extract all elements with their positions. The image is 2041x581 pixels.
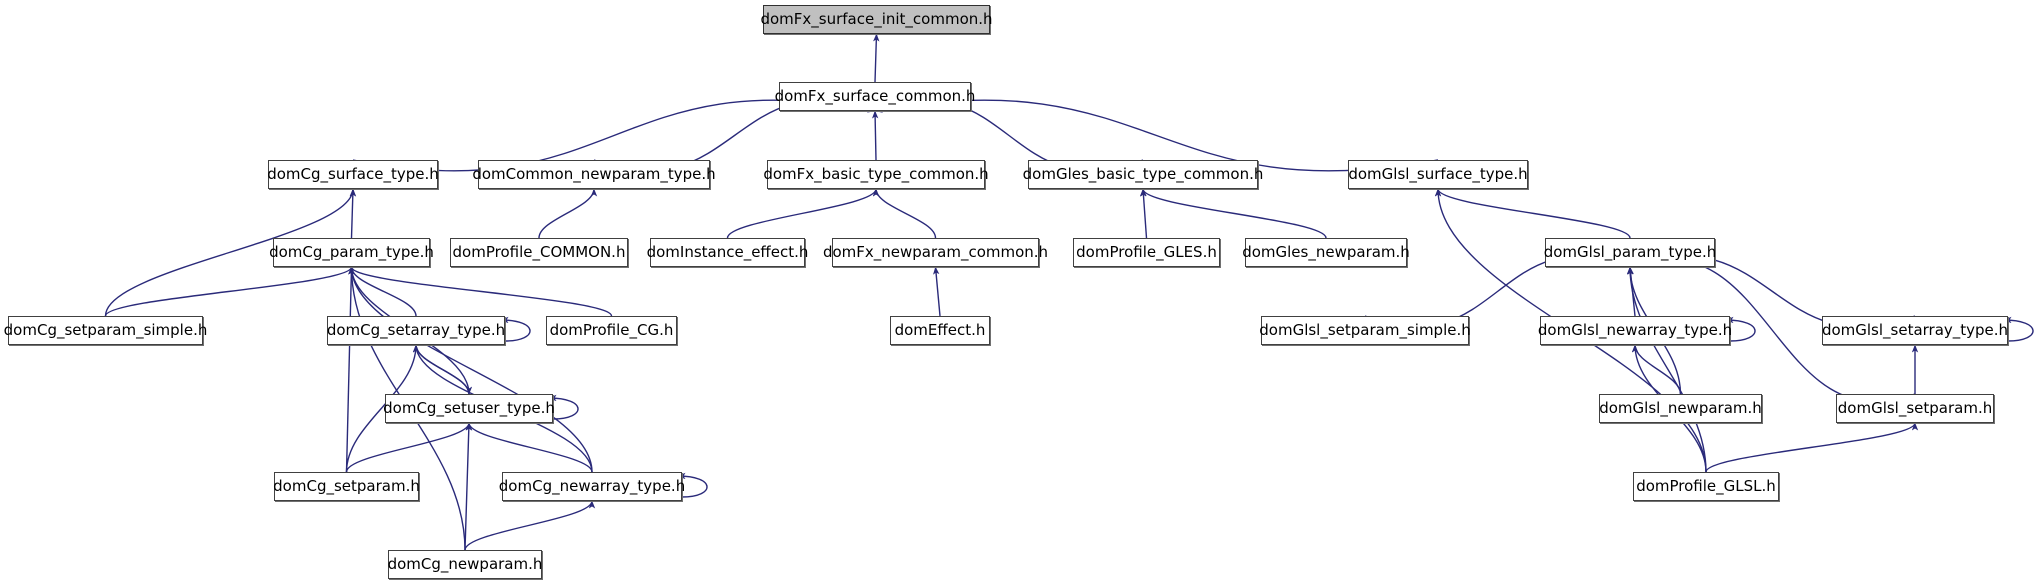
edge-gles_newparam-to-gles_basic_type_common: [1139, 188, 1327, 239]
edge-glsl_newparam-to-glsl_newarray_type: [1631, 344, 1682, 395]
edge-cg_setparam_simple-to-cg_param_type: [104, 266, 355, 317]
graph-node-label: domEffect.h: [894, 321, 986, 339]
graph-node-profile_glsl[interactable]: domProfile_GLSL.h: [1633, 472, 1779, 501]
graph-node-effect[interactable]: domEffect.h: [890, 316, 990, 345]
graph-node-label: domProfile_GLES.h: [1076, 243, 1217, 261]
graph-node-label: domCg_setparam_simple.h: [3, 321, 208, 339]
edge-cg_param_type-to-cg_surface_type: [349, 188, 356, 239]
graph-node-glsl_surface_type[interactable]: domGlsl_surface_type.h: [1348, 160, 1528, 189]
graph-node-cg_surface_type[interactable]: domCg_surface_type.h: [267, 160, 439, 189]
graph-node-label: domGlsl_param_type.h: [1543, 243, 1717, 261]
graph-node-cg_setarray_type[interactable]: domCg_setarray_type.h: [327, 316, 505, 345]
graph-node-label: domGlsl_setarray_type.h: [1821, 321, 2009, 339]
graph-node-fx_surface_common[interactable]: domFx_surface_common.h: [775, 82, 975, 111]
graph-node-cg_setparam[interactable]: domCg_setparam.h: [273, 472, 420, 501]
graph-node-label: domCg_newparam.h: [387, 555, 543, 573]
graph-node-fx_basic_type_common[interactable]: domFx_basic_type_common.h: [763, 160, 989, 189]
edge-glsl_newarray_type-to-glsl_param_type: [1627, 266, 1636, 317]
graph-node-gles_basic_type_common[interactable]: domGles_basic_type_common.h: [1023, 160, 1263, 189]
edge-fx_basic_type_common-to-fx_surface_common: [871, 110, 879, 161]
edge-profile_glsl-to-glsl_param_type: [1626, 266, 1707, 473]
graph-node-label: domFx_basic_type_common.h: [763, 165, 989, 183]
graph-node-label: domCg_param_type.h: [269, 243, 434, 261]
edge-cg_setuser_type-to-cg_setuser_type: [548, 394, 579, 420]
graph-node-label: domFx_newparam_common.h: [822, 243, 1049, 261]
edge-cg_newparam-to-cg_setuser_type: [464, 422, 472, 551]
graph-node-label: domCommon_newparam_type.h: [472, 165, 716, 183]
graph-node-label: domGlsl_setparam_simple.h: [1259, 321, 1471, 339]
graph-node-label: domInstance_effect.h: [646, 243, 809, 261]
graph-node-glsl_param_type[interactable]: domGlsl_param_type.h: [1543, 238, 1717, 267]
edge-cg_setarray_type-to-cg_setarray_type: [500, 316, 531, 342]
graph-node-profile_cg[interactable]: domProfile_CG.h: [546, 316, 677, 345]
graph-node-cg_setuser_type[interactable]: domCg_setuser_type.h: [383, 394, 555, 423]
graph-node-instance_effect[interactable]: domInstance_effect.h: [647, 238, 808, 267]
graph-node-glsl_setarray_type[interactable]: domGlsl_setarray_type.h: [1822, 316, 2008, 345]
edge-cg_newarray_type-to-cg_newarray_type: [677, 472, 708, 498]
edge-profile_gles-to-gles_basic_type_common: [1140, 188, 1148, 239]
edge-profile_cg-to-cg_param_type: [348, 266, 613, 317]
edge-instance_effect-to-fx_basic_type_common: [726, 188, 880, 239]
graph-node-gles_newparam[interactable]: domGles_newparam.h: [1242, 238, 1410, 267]
edge-cg_setparam-to-cg_param_type: [345, 266, 355, 473]
graph-node-label: domCg_setuser_type.h: [383, 399, 555, 417]
edge-cg_newparam-to-cg_newarray_type: [464, 500, 596, 551]
edge-effect-to-fx_newparam_common: [932, 266, 941, 317]
edge-cg_setuser_type-to-cg_setarray_type: [412, 344, 470, 395]
edge-fx_newparam_common-to-fx_basic_type_common: [872, 188, 937, 239]
graph-node-label: domFx_surface_common.h: [774, 87, 976, 105]
graph-node-label: domProfile_GLSL.h: [1636, 477, 1776, 495]
graph-node-label: domGlsl_setparam.h: [1837, 399, 1993, 417]
graph-node-label: domProfile_CG.h: [549, 321, 674, 339]
edge-cg_setparam-to-cg_setuser_type: [345, 422, 473, 473]
edge-cg_setarray_type-to-cg_param_type: [348, 266, 417, 317]
edge-glsl_param_type-to-glsl_surface_type: [1434, 188, 1631, 239]
graph-node-glsl_setparam[interactable]: domGlsl_setparam.h: [1836, 394, 1994, 423]
graph-node-label: domCg_surface_type.h: [267, 165, 439, 183]
graph-node-label: domGles_basic_type_common.h: [1022, 165, 1264, 183]
edge-profile_glsl-to-glsl_setparam: [1705, 422, 1919, 473]
graph-node-label: domCg_setparam.h: [273, 477, 420, 495]
edge-cg_newarray_type-to-cg_setuser_type: [465, 422, 593, 473]
graph-node-label: domGlsl_newparam.h: [1599, 399, 1762, 417]
graph-node-cg_newarray_type[interactable]: domCg_newarray_type.h: [498, 472, 686, 501]
graph-node-profile_gles[interactable]: domProfile_GLES.h: [1073, 238, 1220, 267]
graph-node-label: domProfile_COMMON.h: [452, 243, 626, 261]
graph-node-glsl_newarray_type[interactable]: domGlsl_newarray_type.h: [1537, 316, 1733, 345]
graph-node-label: domCg_setarray_type.h: [326, 321, 506, 339]
graph-node-cg_newparam[interactable]: domCg_newparam.h: [388, 550, 542, 579]
edge-cg_newarray_type-to-cg_param_type: [348, 266, 593, 473]
graph-node-glsl_newparam[interactable]: domGlsl_newparam.h: [1599, 394, 1762, 423]
edge-fx_surface_common-to-fx_surface_init_common: [873, 33, 880, 83]
graph-node-label: domGlsl_surface_type.h: [1348, 165, 1528, 183]
graph-node-label: domGlsl_newarray_type.h: [1537, 321, 1733, 339]
graph-node-label: domFx_surface_init_common.h: [760, 10, 993, 28]
graph-node-label: domCg_newarray_type.h: [498, 477, 686, 495]
graph-node-label: domGles_newparam.h: [1242, 243, 1410, 261]
edge-cg_setarray_type-to-cg_setuser_type: [415, 344, 473, 395]
graph-node-cg_param_type[interactable]: domCg_param_type.h: [269, 238, 434, 267]
edge-glsl_newarray_type-to-glsl_newarray_type: [1725, 316, 1756, 342]
graph-node-glsl_setparam_simple[interactable]: domGlsl_setparam_simple.h: [1259, 316, 1471, 345]
graph-node-fx_newparam_common[interactable]: domFx_newparam_common.h: [823, 238, 1048, 267]
graph-node-profile_common[interactable]: domProfile_COMMON.h: [450, 238, 628, 267]
edge-glsl_setarray_type-to-glsl_setarray_type: [2003, 316, 2034, 342]
graph-node-cg_setparam_simple[interactable]: domCg_setparam_simple.h: [4, 316, 207, 345]
graph-node-common_newparam_type[interactable]: domCommon_newparam_type.h: [472, 160, 716, 189]
graph-node-fx_surface_init_common[interactable]: domFx_surface_init_common.h: [760, 5, 993, 34]
edge-profile_common-to-common_newparam_type: [538, 188, 598, 239]
